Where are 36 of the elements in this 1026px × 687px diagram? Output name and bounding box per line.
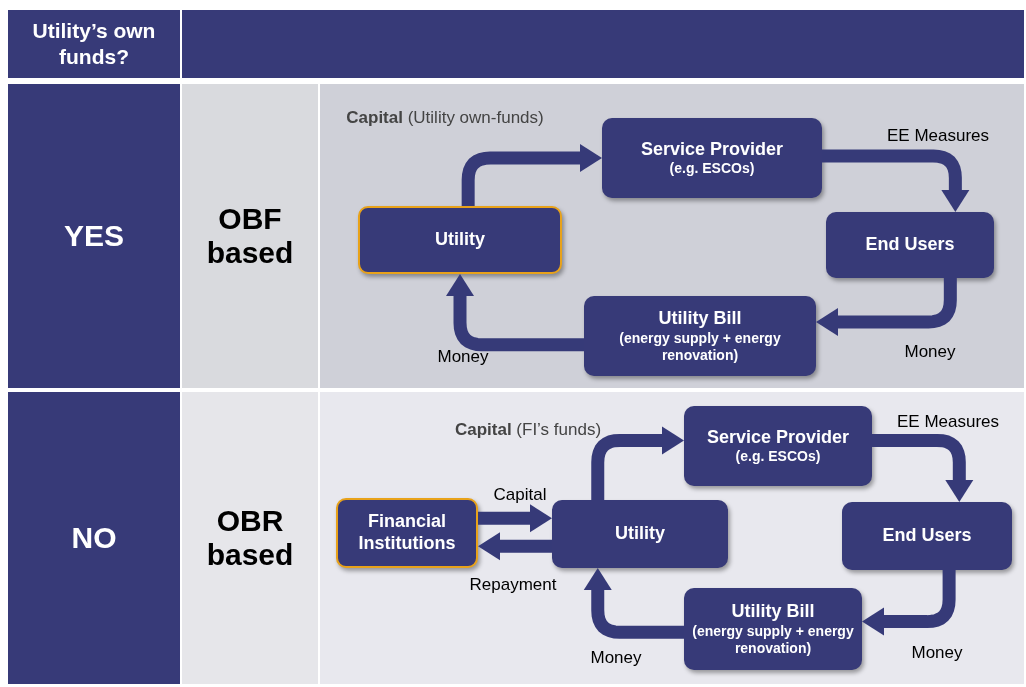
edge-label: Money	[590, 647, 642, 669]
highlighted-box: Financial Institutions	[336, 498, 478, 568]
header-cell: Utility’s own funds?	[8, 10, 180, 78]
process-box: Utility Bill (energy supply + energy renovation)	[684, 588, 862, 670]
flow-panel	[320, 392, 1024, 684]
edge-label: Repayment	[469, 574, 557, 596]
edge-label: EE Measures	[897, 411, 999, 433]
arrow	[478, 504, 552, 533]
edge-label: Money	[911, 642, 963, 664]
arrow	[816, 278, 957, 336]
arrow	[461, 144, 602, 206]
edge-label: Money	[904, 341, 956, 363]
process-box: End Users	[842, 502, 1012, 570]
arrow	[583, 568, 684, 639]
arrow	[872, 433, 974, 502]
edge-label: EE Measures	[887, 125, 989, 147]
edge-label: Capital (FI’s funds)	[454, 419, 602, 441]
process-box: Utility Bill (energy supply + energy renovation)	[584, 296, 816, 376]
highlighted-box: Utility	[358, 206, 562, 274]
flow-panel	[320, 84, 1024, 388]
arrow	[478, 532, 552, 561]
scheme-label: OBF based	[182, 84, 318, 388]
row-header: YES	[8, 84, 180, 388]
scheme-label: OBR based	[182, 392, 318, 684]
edge-label: Capital	[493, 484, 547, 506]
row-header: NO	[8, 392, 180, 684]
process-box: End Users	[826, 212, 994, 278]
process-box: Service Provider (e.g. ESCOs)	[602, 118, 822, 198]
process-box: Utility	[552, 500, 728, 568]
arrow	[822, 149, 970, 212]
arrow	[446, 274, 584, 352]
edge-label: Capital (Utility own-funds)	[346, 107, 544, 129]
header-bar	[182, 10, 1024, 78]
arrow	[591, 426, 684, 500]
process-box: Service Provider (e.g. ESCOs)	[684, 406, 872, 486]
edge-label: Money	[437, 346, 489, 368]
